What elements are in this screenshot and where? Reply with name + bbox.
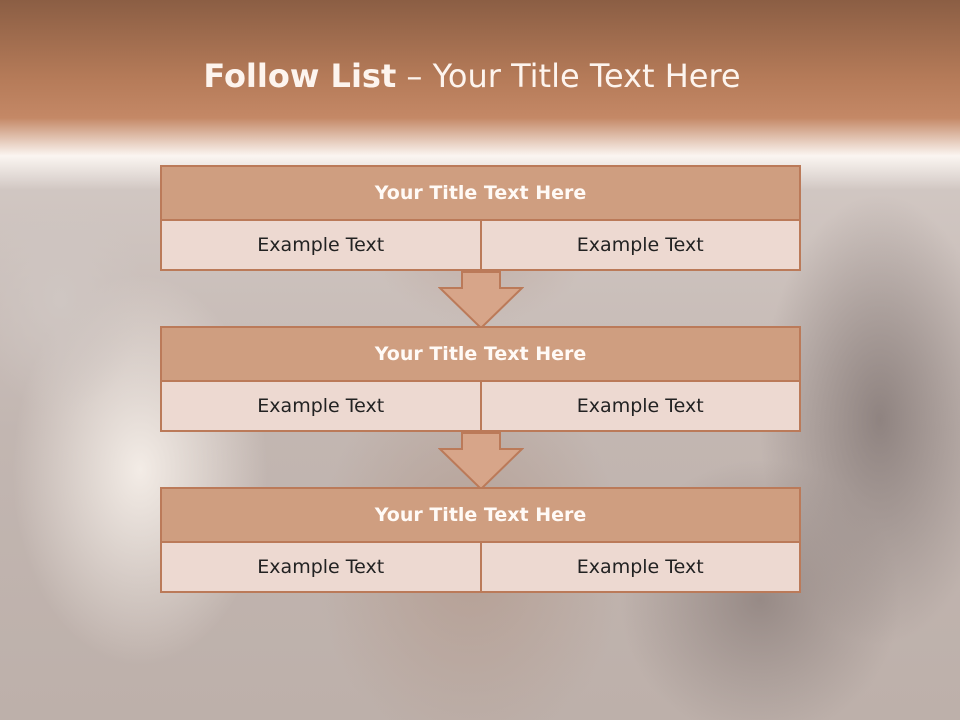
block-cell-right: Example Text xyxy=(481,543,801,593)
block-cell-right: Example Text xyxy=(481,382,801,432)
block-title: Your Title Text Here xyxy=(160,487,801,543)
block-title-text: Your Title Text Here xyxy=(374,182,587,204)
block-title: Your Title Text Here xyxy=(160,326,801,382)
slide-title: Follow List – Your Title Text Here xyxy=(0,56,944,96)
list-block-3: Your Title Text Here Example Text Exampl… xyxy=(160,487,801,593)
down-arrow-icon xyxy=(438,432,524,491)
title-rest: – Your Title Text Here xyxy=(396,57,741,95)
block-title-text: Your Title Text Here xyxy=(374,504,587,526)
block-cell-left: Example Text xyxy=(160,382,482,432)
title-bold: Follow List xyxy=(203,57,397,95)
block-cell-left: Example Text xyxy=(160,221,482,271)
list-block-2: Your Title Text Here Example Text Exampl… xyxy=(160,326,801,432)
block-title: Your Title Text Here xyxy=(160,165,801,221)
list-block-1: Your Title Text Here Example Text Exampl… xyxy=(160,165,801,271)
block-title-text: Your Title Text Here xyxy=(374,343,587,365)
header-band xyxy=(0,0,960,190)
block-cell-right: Example Text xyxy=(481,221,801,271)
block-cell-left: Example Text xyxy=(160,543,482,593)
down-arrow-icon xyxy=(438,271,524,330)
